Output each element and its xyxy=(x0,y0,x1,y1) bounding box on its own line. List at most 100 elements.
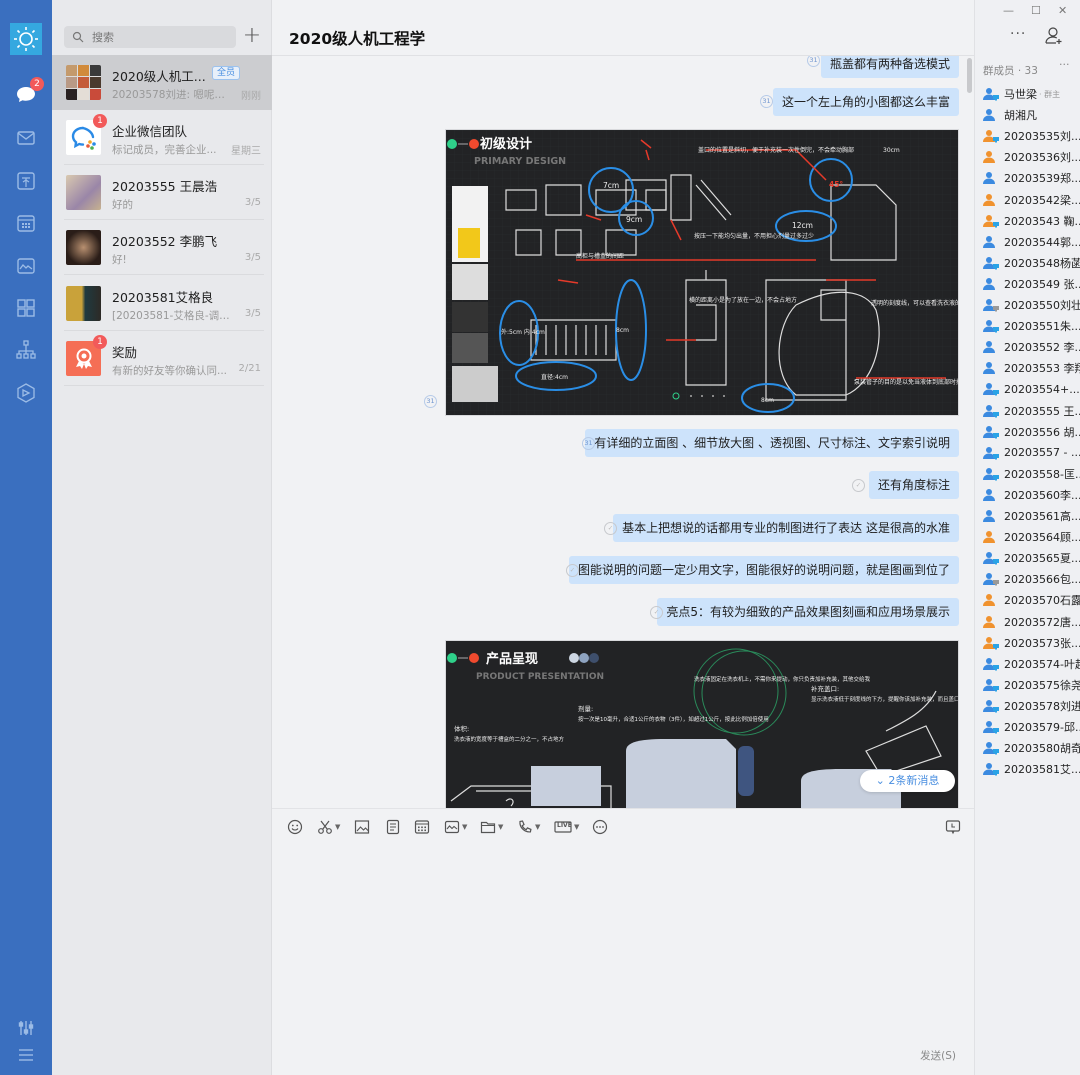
user-avatar xyxy=(66,286,101,321)
message-bubble[interactable]: 基本上把想说的话都用专业的制图进行了表达 这是很高的水准 xyxy=(613,514,959,542)
note-icon[interactable] xyxy=(385,818,401,836)
add-member-icon[interactable] xyxy=(1044,26,1064,46)
org-chart-icon[interactable] xyxy=(14,338,38,362)
scissors-icon[interactable]: ▼ xyxy=(317,818,340,836)
menu-icon[interactable] xyxy=(14,1043,38,1067)
member-item[interactable]: 20203578刘进 xyxy=(983,696,1080,716)
emoji-icon[interactable] xyxy=(287,818,303,836)
member-item[interactable]: 20203539郑... xyxy=(983,168,1080,188)
message-bubble[interactable]: 亮点5：有较为细致的产品效果图刻画和应用场景展示 xyxy=(657,598,959,626)
more-icon[interactable] xyxy=(592,818,608,836)
mail-icon[interactable] xyxy=(14,126,38,150)
member-item[interactable]: 20203561高... xyxy=(983,506,1080,526)
settings-sliders-icon[interactable] xyxy=(14,1016,38,1040)
message-bubble[interactable]: 图能说明的问题一定少用文字，图能很好的说明问题，就是图画到位了 xyxy=(568,556,959,584)
photo-icon[interactable]: ▼ xyxy=(444,818,467,836)
member-item[interactable]: 20203575徐尧 xyxy=(983,675,1080,695)
member-item[interactable]: 20203550刘壮 xyxy=(983,295,1080,315)
message-input[interactable] xyxy=(282,848,964,1038)
conversation-preview: [20203581-艾格良-调研... xyxy=(112,310,232,322)
read-receipt-count[interactable]: 31 xyxy=(807,56,820,67)
calendar-icon[interactable] xyxy=(14,211,38,235)
member-item[interactable]: 20203581艾... xyxy=(983,759,1080,779)
conversation-item-wecom-team[interactable]: 1 企业微信团队 标记成员，完善企业... 星期三 xyxy=(52,110,272,165)
calendar-icon[interactable] xyxy=(414,818,430,836)
read-check-icon[interactable]: ✓ xyxy=(566,564,579,577)
member-item[interactable]: 20203572唐... xyxy=(983,612,1080,632)
live-icon[interactable]: LIVE▼ xyxy=(554,821,580,833)
member-item[interactable]: 20203549 张... xyxy=(983,274,1080,294)
image-icon[interactable] xyxy=(354,818,370,836)
read-receipt-count[interactable]: 31 xyxy=(760,95,773,108)
member-item[interactable]: 马世梁· 群主 xyxy=(983,84,1060,104)
member-item[interactable]: 20203551朱... xyxy=(983,316,1080,336)
member-item[interactable]: 20203580胡奇 xyxy=(983,738,1080,758)
member-item[interactable]: 20203543 鞠... xyxy=(983,211,1080,231)
member-item[interactable]: 20203564顾... xyxy=(983,527,1080,547)
conversation-item-group[interactable]: 2020级人机工... 全员 20203578刘进: 嗯呢，... 刚刚 xyxy=(52,55,272,110)
svg-text:8cm: 8cm xyxy=(616,327,629,334)
folder-icon[interactable]: ▼ xyxy=(480,818,503,836)
svg-text:泵装管子的目的是以免当液体到底部时挤压不出: 泵装管子的目的是以免当液体到底部时挤压不出 xyxy=(854,378,959,386)
member-item[interactable]: 20203579-邱... xyxy=(983,717,1080,737)
member-icon xyxy=(983,151,995,164)
member-name: 20203539郑... xyxy=(1004,172,1080,186)
member-item[interactable]: 20203553 李翔 xyxy=(983,358,1080,378)
member-item[interactable]: 胡湘凡 xyxy=(983,105,1037,125)
read-receipt-count[interactable]: 31 xyxy=(424,395,437,408)
read-check-icon[interactable]: ✓ xyxy=(650,606,663,619)
member-item[interactable]: 20203558-匡... xyxy=(983,464,1080,484)
history-icon[interactable] xyxy=(945,818,961,836)
member-item[interactable]: 20203552 李... xyxy=(983,337,1080,357)
document-icon[interactable] xyxy=(14,169,38,193)
member-item[interactable]: 20203566包... xyxy=(983,569,1080,589)
member-item[interactable]: 20203542梁... xyxy=(983,190,1080,210)
member-item[interactable]: 20203574-叶超 xyxy=(983,654,1080,674)
add-button[interactable]: + xyxy=(242,23,262,48)
member-more-button[interactable]: ··· xyxy=(1059,58,1070,71)
user-avatar xyxy=(66,230,101,265)
member-item[interactable]: 20203548杨菡 xyxy=(983,253,1080,273)
conversation-item[interactable]: 20203581艾格良 [20203581-艾格良-调研... 3/5 xyxy=(52,276,272,331)
conversation-item[interactable]: 20203555 王晨浩 好的 3/5 xyxy=(52,165,272,220)
conversation-time: 3/5 xyxy=(244,252,261,263)
read-receipt-count[interactable]: 31 xyxy=(582,437,595,450)
maximize-button[interactable]: ☐ xyxy=(1031,4,1041,17)
conversation-item[interactable]: 20203552 李鹏飞 好! 3/5 xyxy=(52,220,272,275)
phone-icon[interactable]: ▼ xyxy=(517,818,540,836)
read-check-icon[interactable]: ✓ xyxy=(852,479,865,492)
search-input[interactable]: 搜索 xyxy=(64,26,236,48)
send-button[interactable]: 发送(S) xyxy=(920,1050,956,1062)
apps-grid-icon[interactable] xyxy=(14,296,38,320)
read-check-icon[interactable]: ✓ xyxy=(604,522,617,535)
conversation-item-rewards[interactable]: 1 奖励 有新的好友等你确认同... 2/21 xyxy=(52,331,272,386)
sun-logo[interactable] xyxy=(10,23,42,55)
member-item[interactable]: 20203544郭... xyxy=(983,232,1080,252)
chat-more-button[interactable]: ··· xyxy=(1010,26,1027,42)
chat-panel: 2020级人机工程学 瓶盖都有两种备选模式 31 这一个左上角的小图都这么丰富 … xyxy=(272,0,974,1075)
member-item[interactable]: 20203557 - ... xyxy=(983,443,1080,463)
message-bubble[interactable]: 还有角度标注 xyxy=(868,471,959,499)
member-item[interactable]: 20203556 胡... xyxy=(983,422,1080,442)
scrollbar[interactable] xyxy=(967,58,972,93)
member-item[interactable]: 20203570石露 xyxy=(983,590,1080,610)
member-item[interactable]: 20203555 王... xyxy=(983,401,1080,421)
member-item[interactable]: 20203535刘... xyxy=(983,126,1080,146)
member-item[interactable]: 20203554+... xyxy=(983,379,1080,399)
group-avatar xyxy=(66,65,101,100)
member-item[interactable]: 20203560李... xyxy=(983,485,1080,505)
primary-design-image[interactable]: 初级设计 PRIMARY DESIGN 7cm 9cm 高柜与槽盒的间距 盖口的… xyxy=(445,129,959,416)
new-messages-button[interactable]: ⌄ 2条新消息 xyxy=(860,770,955,792)
member-item[interactable]: 20203565夏... xyxy=(983,548,1080,568)
cube-icon[interactable] xyxy=(14,381,38,405)
member-item[interactable]: 20203536刘... xyxy=(983,147,1080,167)
member-item[interactable]: 20203573张... xyxy=(983,633,1080,653)
message-list[interactable]: 瓶盖都有两种备选模式 31 这一个左上角的小图都这么丰富 31 31 xyxy=(272,56,974,808)
chat-icon[interactable]: 2 xyxy=(14,77,44,107)
photo-icon[interactable] xyxy=(14,254,38,278)
close-button[interactable]: ✕ xyxy=(1058,4,1068,17)
message-bubble[interactable]: 瓶盖都有两种备选模式 xyxy=(820,56,959,78)
message-bubble[interactable]: 有详细的立面图 、细节放大图 、透视图、尺寸标注、文字索引说明 xyxy=(585,429,959,457)
minimize-button[interactable]: — xyxy=(1003,4,1014,17)
message-bubble[interactable]: 这一个左上角的小图都这么丰富 xyxy=(772,88,959,116)
